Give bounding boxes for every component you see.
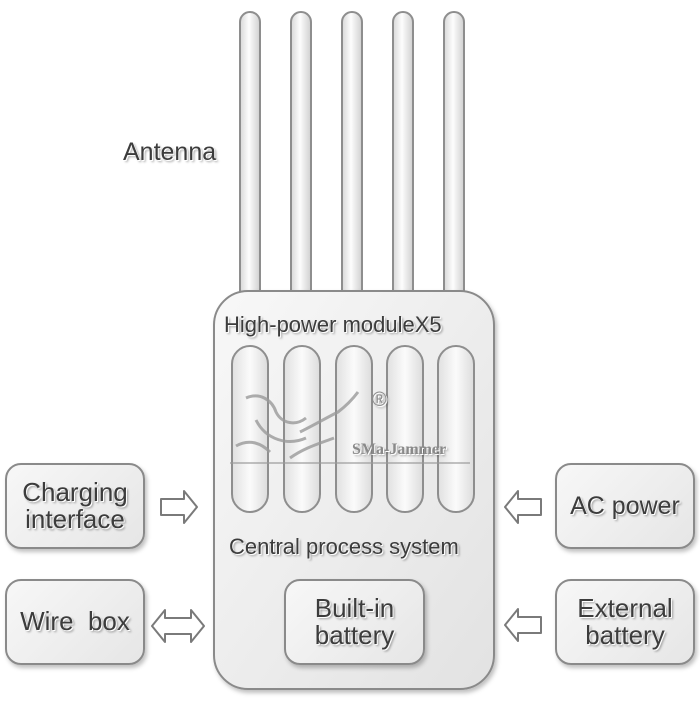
built-in-battery-label: Built-in battery [314, 592, 395, 650]
wire-box-box: Wire box [5, 579, 145, 665]
arrow-left-icon-2 [504, 608, 542, 642]
arrow-double-icon [151, 609, 205, 643]
wire-box-label: Wire box [20, 606, 130, 637]
antenna-label: Antenna [123, 138, 217, 166]
external-battery-box: External battery [555, 579, 695, 665]
external-battery-line2: battery [585, 620, 665, 650]
arrows [151, 490, 542, 643]
external-battery-line1: External [577, 592, 673, 623]
arrow-right-icon [160, 490, 198, 524]
watermark-mark: ® [372, 389, 387, 411]
built-in-battery-box: Built-in battery [284, 579, 425, 665]
module-slots [231, 345, 475, 513]
antenna-rod-3 [341, 11, 363, 313]
process-label: Central process system [229, 534, 459, 559]
ac-power-box: AC power [555, 463, 695, 549]
watermark-text: SMa-Jammer [352, 441, 447, 458]
external-battery-label: External battery [577, 592, 673, 650]
charging-interface-line1: Charging [22, 476, 128, 507]
watermark-logo [230, 391, 470, 464]
antenna-rod-1 [239, 11, 261, 313]
module-slot-5 [437, 345, 475, 513]
charging-interface-box: Charging interface [5, 463, 145, 549]
module-slot-4 [386, 345, 424, 513]
module-label: High-power moduleX5 [224, 312, 442, 337]
module-slot-3 [335, 345, 373, 513]
module-slot-2 [283, 345, 321, 513]
antenna-rod-4 [392, 11, 414, 313]
antenna-rod-5 [443, 11, 465, 313]
antenna-rod-2 [290, 11, 312, 313]
antenna-rods [239, 11, 465, 313]
built-in-battery-line2: battery [314, 620, 395, 650]
charging-interface-line2: interface [25, 504, 125, 534]
built-in-battery-line1: Built-in [314, 592, 395, 623]
ac-power-label: AC power [570, 491, 680, 520]
arrow-left-icon [504, 490, 542, 524]
module-slot-1 [231, 345, 269, 513]
charging-interface-label: Charging interface [22, 476, 128, 534]
